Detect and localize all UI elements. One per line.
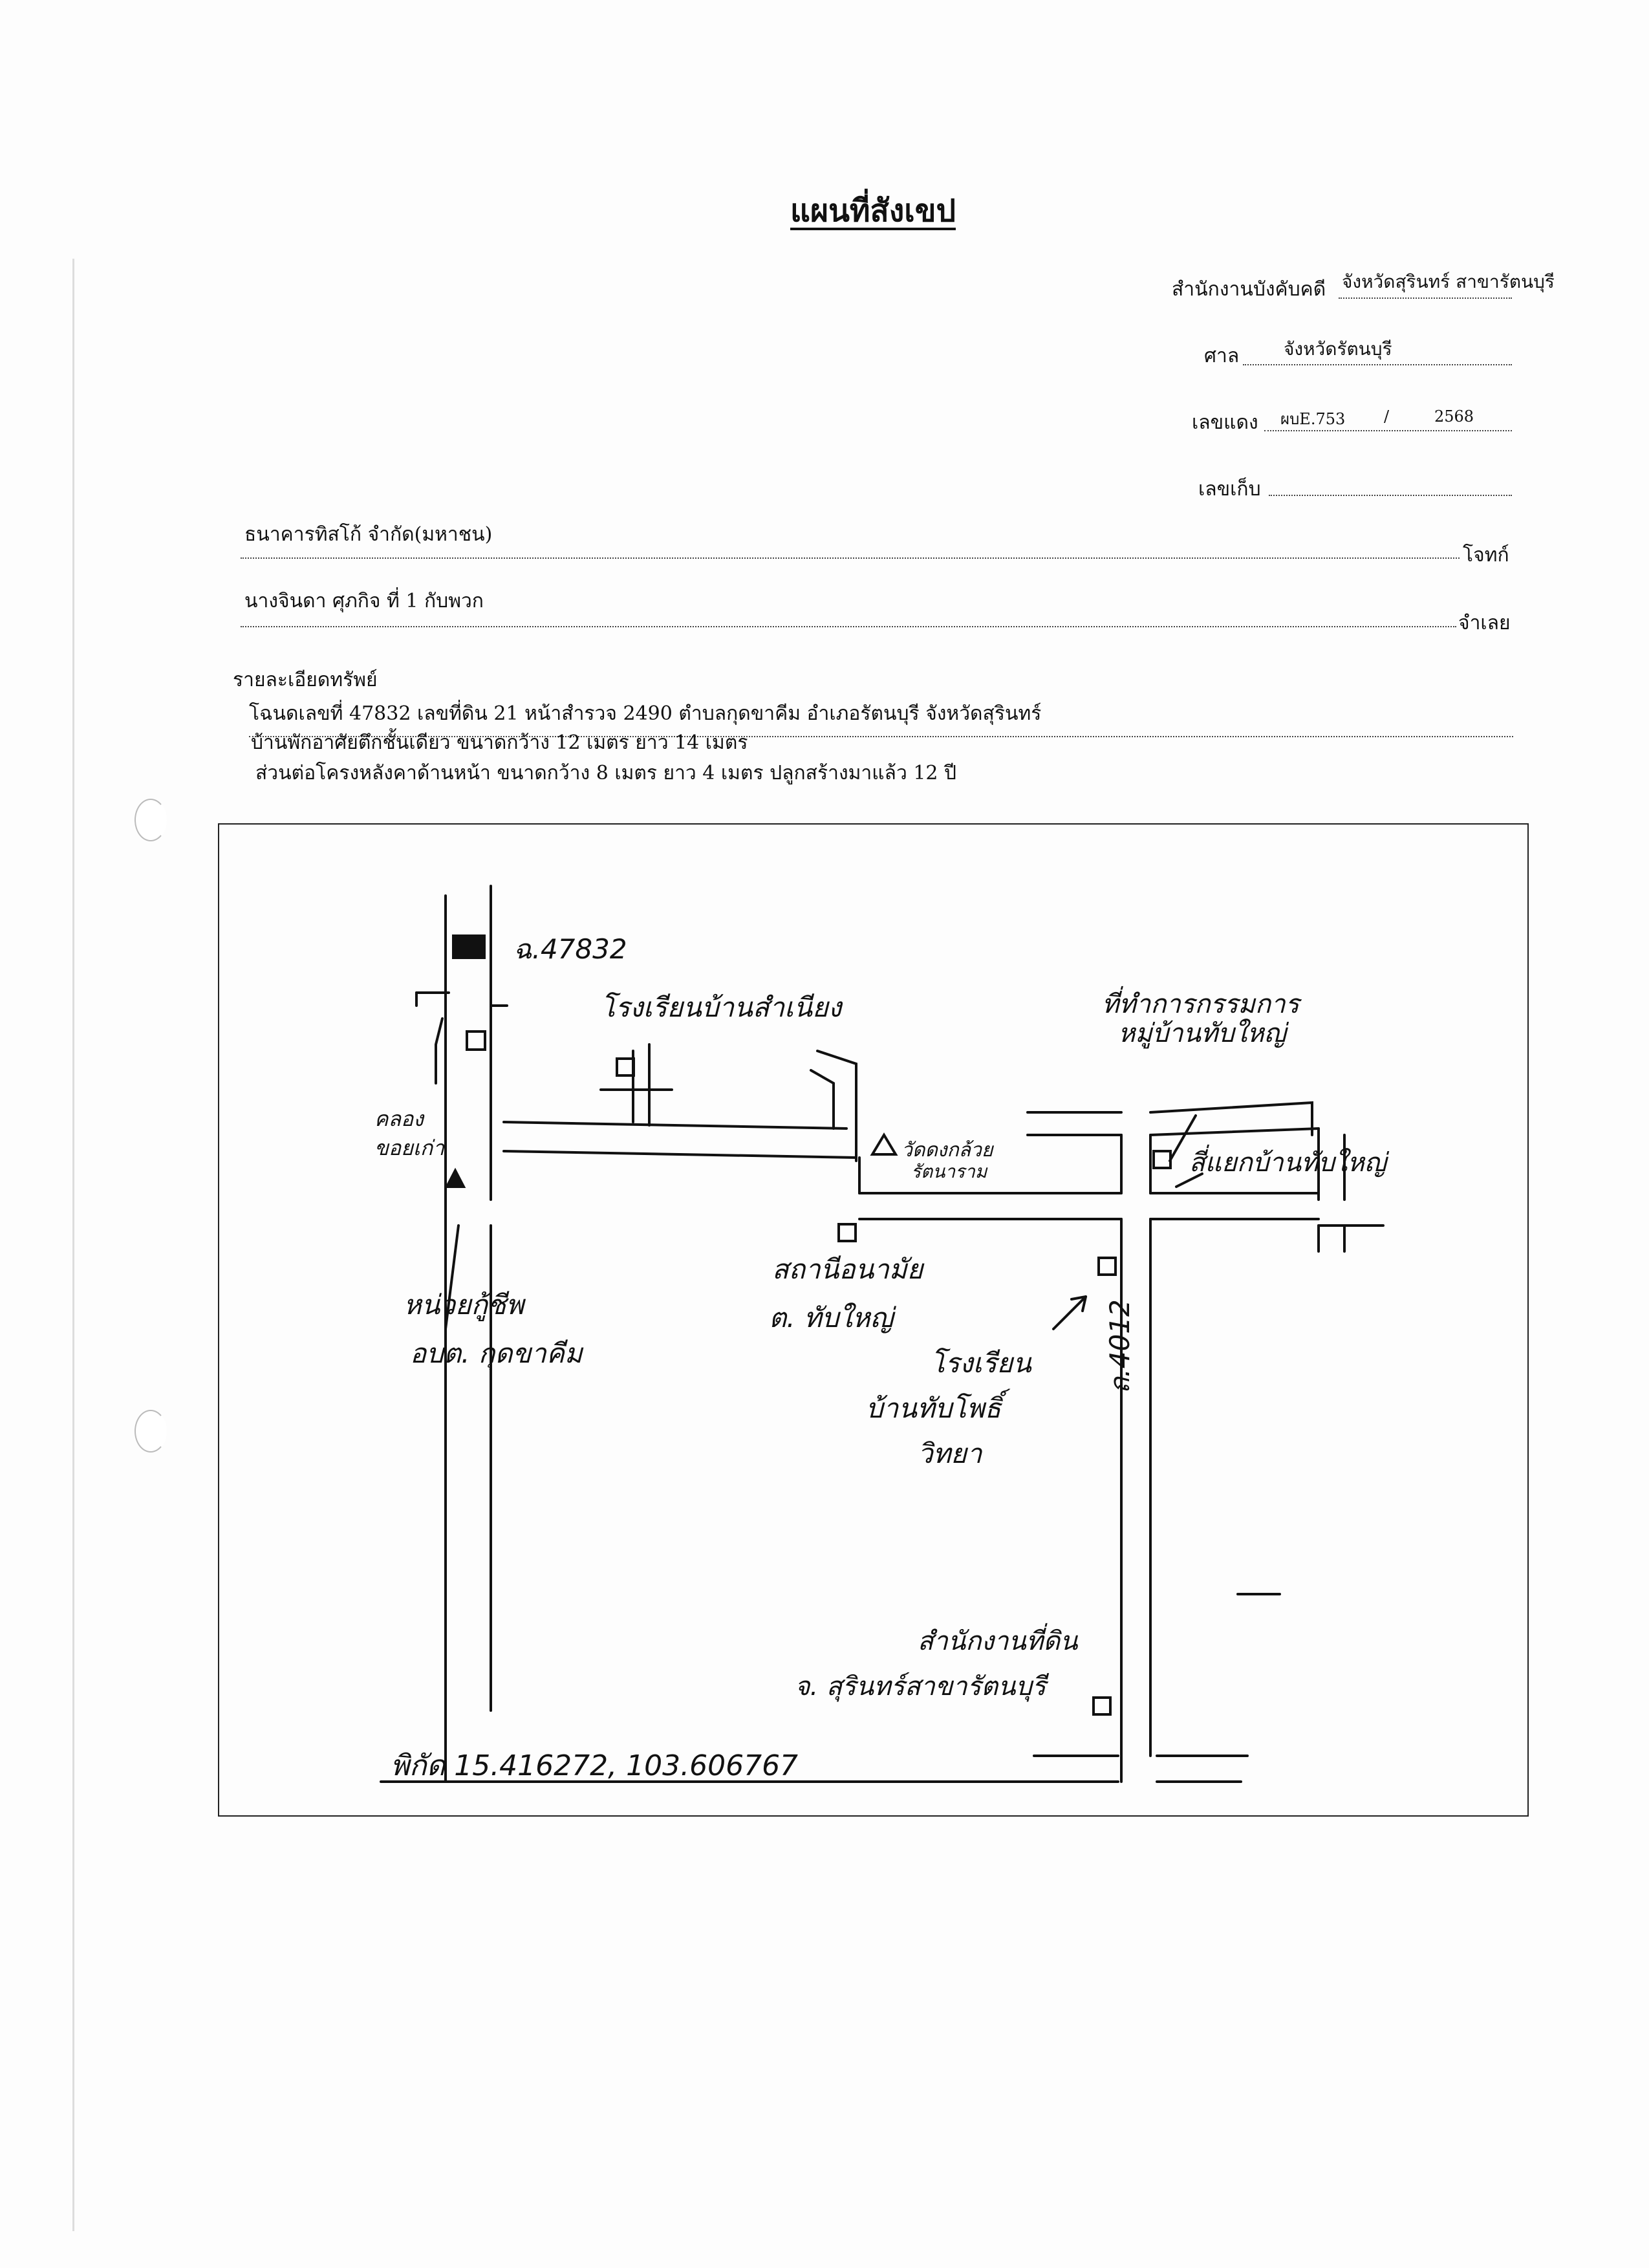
police-marker: [444, 1167, 466, 1188]
map-village-office-line2: หมู่บ้านทับใหญ่: [1118, 1019, 1286, 1048]
court-field: [1243, 338, 1512, 365]
temple-marker: [870, 1132, 898, 1156]
map-school2-line3: วิทยา: [918, 1438, 982, 1469]
arrow-police: [444, 1224, 460, 1330]
road-main-ew-bottom: [502, 1150, 857, 1159]
arrow-village-office: [1169, 1114, 1197, 1162]
binder-hole-bottom: [135, 1410, 167, 1453]
map-canal-line1: คลอง: [374, 1107, 424, 1131]
school2-marker: [1097, 1257, 1117, 1276]
map-school2-line1: โรงเรียน: [931, 1347, 1031, 1379]
sketch-map: [380, 885, 1385, 1783]
asset-line-1: โฉนดเลขที่ 47832 เลขที่ดิน 21 หน้าสำรวจ …: [249, 702, 1042, 725]
asset-line-2: บ้านพักอาศัยตึกชั้นเดียว ขนาดกว้าง 12 เม…: [251, 731, 748, 754]
case-red-separator: /: [1384, 407, 1390, 426]
case-red-year: 2568: [1434, 407, 1474, 426]
arrow-school2: [1052, 1295, 1087, 1330]
map-school1-label: โรงเรียนบ้านสำเนียง: [601, 991, 842, 1023]
map-coordinates: พิกัด 15.416272, 103.606767: [391, 1749, 799, 1782]
village-office-marker: [1152, 1150, 1172, 1169]
health-station-marker: [837, 1223, 857, 1242]
map-school2-line2: บ้านทับโพธิ์: [866, 1392, 1002, 1424]
map-temple-line1: วัดดงกล้วย: [901, 1139, 993, 1161]
arrow-canal: [435, 1017, 444, 1085]
office-field: [1339, 272, 1512, 299]
asset-line-3: ส่วนต่อโครงหลังคาด้านหน้า ขนาดกว้าง 8 เม…: [255, 762, 957, 784]
plaintiff-field: [241, 532, 1460, 559]
court-label: ศาล: [1204, 345, 1240, 367]
asset-heading: รายละเอียดทรัพย์: [233, 669, 378, 691]
case-red-label: เลขแดง: [1192, 411, 1258, 434]
case-store-label: เลขเก็บ: [1198, 478, 1261, 501]
map-village-office-line1: ที่ทำการกรรมการ: [1102, 989, 1300, 1019]
asset-field: [249, 710, 1513, 737]
map-deed-label: ฉ.47832: [513, 933, 627, 965]
case-store-field: [1269, 469, 1512, 496]
plaintiff-role: โจทก์: [1463, 544, 1509, 567]
map-land-office-line1: สำนักงานที่ดิน: [918, 1626, 1078, 1656]
court-value: จังหวัดรัตนบุรี: [1284, 338, 1392, 360]
deed-plot-marker: [452, 934, 486, 959]
binder-hole-top: [135, 799, 167, 841]
road-main-ew-top: [502, 1121, 848, 1130]
school1-marker: [616, 1057, 635, 1077]
plaintiff-name: ธนาคารทิสโก้ จำกัด(มหาชน): [244, 523, 493, 546]
map-canal-line2: ขอยเก่า: [374, 1136, 445, 1160]
map-health-station-line2: ต. ทับใหญ่: [769, 1302, 894, 1334]
map-building-1: [466, 1030, 486, 1051]
defendant-field: [241, 600, 1456, 627]
map-road-label: ถ.4012: [1104, 1299, 1136, 1394]
defendant-role: จำเลย: [1458, 612, 1511, 634]
case-red-number: ผบE.753: [1280, 410, 1346, 428]
map-frame: ฉ.47832 โรงเรียนบ้านสำเนียง คลอง ขอยเก่า…: [218, 823, 1529, 1817]
office-value: จังหวัดสุรินทร์ สาขารัตนบุรี: [1342, 271, 1555, 292]
case-red-field: [1264, 404, 1512, 431]
page-title: แผนที่สังเขป: [790, 193, 956, 229]
map-junction-label: สี่แยกบ้านทับใหญ่: [1189, 1148, 1386, 1178]
office-label: สำนักงานบังคับคดี: [1172, 278, 1326, 301]
map-land-office-line2: จ. สุรินทร์สาขารัตนบุรี: [795, 1672, 1046, 1701]
arrow-junction: [1175, 1172, 1203, 1188]
map-health-station-line1: สถานีอนามัย: [772, 1253, 923, 1285]
map-temple-line2: รัตนาราม: [911, 1161, 987, 1182]
map-police-line2: อบต. กุดขาคีม: [410, 1337, 583, 1369]
land-office-marker: [1092, 1696, 1112, 1716]
map-police-line1: หน่วยกู้ชีพ: [404, 1289, 524, 1321]
page-edge-shadow: [72, 259, 74, 2231]
defendant-name: นางจินดา ศุภกิจ ที่ 1 กับพวก: [244, 590, 484, 612]
